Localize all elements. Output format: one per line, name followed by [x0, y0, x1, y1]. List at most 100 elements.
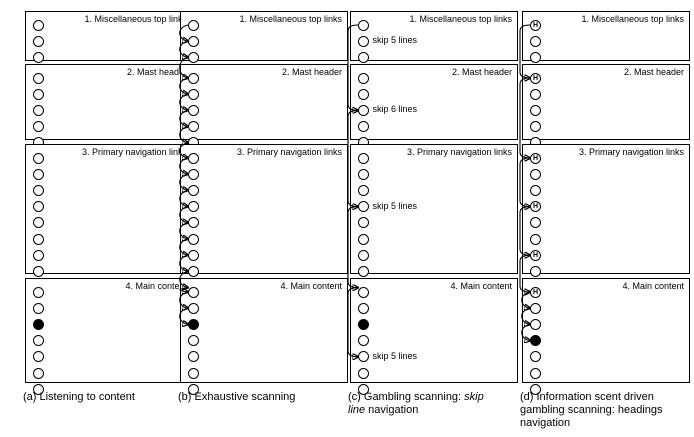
- section-box: 1. Miscellaneous top links: [25, 11, 193, 61]
- section-box: 4. Main content: [180, 278, 348, 383]
- content-line-node: [358, 383, 369, 395]
- content-line-node: [33, 88, 44, 100]
- content-line-node: [358, 152, 369, 164]
- section-title: 1. Miscellaneous top links: [84, 14, 187, 24]
- section-title: 3. Primary navigation links: [81, 147, 187, 157]
- content-line-node: [33, 51, 44, 63]
- scan-arrow: [521, 307, 530, 324]
- section-title: 2. Mast header: [451, 67, 512, 77]
- content-line-node: [33, 286, 44, 298]
- section-title: 4. Main content: [450, 281, 512, 291]
- content-line-node: [530, 351, 541, 363]
- section-title: 4. Main content: [280, 281, 342, 291]
- scan-arrow: [179, 287, 188, 292]
- content-line-node: [358, 121, 369, 133]
- skip-label: skip 5 lines: [372, 35, 418, 46]
- content-line-node: [358, 335, 369, 347]
- content-line-node: [33, 168, 44, 180]
- content-line-node: [33, 383, 44, 395]
- content-line-node: [33, 72, 44, 84]
- content-line-node: [530, 51, 541, 63]
- target-line-node: [358, 318, 369, 330]
- scan-arrow: [179, 56, 188, 78]
- section-title: 1. Miscellaneous top links: [581, 14, 684, 24]
- section-title: 2. Mast header: [126, 67, 187, 77]
- section-title: 4. Main content: [125, 281, 187, 291]
- content-line-node: [358, 265, 369, 277]
- content-line-node: [33, 335, 44, 347]
- section-title: 2. Mast header: [281, 67, 342, 77]
- scan-arrow: [179, 189, 188, 206]
- section-title: 3. Primary navigation links: [236, 147, 342, 157]
- content-line-node: [188, 19, 199, 31]
- section-box: 4. Main content: [350, 278, 518, 383]
- content-line-node: [33, 152, 44, 164]
- content-line-node: [358, 184, 369, 196]
- skip-label: skip 5 lines: [372, 200, 418, 211]
- content-line-node: [530, 383, 541, 395]
- content-line-node: [530, 104, 541, 116]
- section-box: 2. Mast header: [180, 64, 348, 140]
- scan-arrow: [179, 238, 188, 255]
- skip-arrow: [347, 287, 358, 357]
- scan-arrow: [179, 40, 188, 57]
- content-line-node: [530, 35, 541, 47]
- heading-jump-arrow: [519, 157, 530, 207]
- section-box: 3. Primary navigation links: [522, 144, 690, 274]
- content-line-node: [358, 217, 369, 229]
- skip-arrow: [347, 109, 358, 206]
- section-title: 3. Primary navigation links: [406, 147, 512, 157]
- content-line-node: [33, 233, 44, 245]
- section-title: 4. Main content: [622, 281, 684, 291]
- heading-jump-arrow: [519, 206, 530, 256]
- content-line-node: [33, 184, 44, 196]
- heading-node: H: [530, 19, 541, 31]
- scan-arrow: [179, 307, 188, 324]
- scan-arrow: [179, 24, 188, 41]
- content-line-node: [33, 249, 44, 261]
- content-line-node: [358, 367, 369, 379]
- section-box: 3. Primary navigation links: [180, 144, 348, 274]
- content-line-node: [530, 265, 541, 277]
- content-line-node: [530, 168, 541, 180]
- content-line-node: [530, 184, 541, 196]
- scan-arrow: [521, 291, 530, 308]
- section-box: 1. Miscellaneous top links: [180, 11, 348, 61]
- scan-arrow: [179, 173, 188, 190]
- scan-arrow: [179, 77, 188, 94]
- content-line-node: [358, 286, 369, 298]
- section-box: 3. Primary navigation links: [25, 144, 193, 274]
- heading-jump-arrow: [519, 77, 530, 158]
- content-line-node: [358, 51, 369, 63]
- section-title: 1. Miscellaneous top links: [239, 14, 342, 24]
- section-box: 1. Miscellaneous top links: [522, 11, 690, 61]
- content-line-node: [188, 335, 199, 347]
- content-line-node: [33, 217, 44, 229]
- content-line-node: [358, 249, 369, 261]
- content-line-node: [33, 351, 44, 363]
- content-line-node: [358, 302, 369, 314]
- skip-arrow: [347, 206, 358, 288]
- content-line-node: [530, 88, 541, 100]
- scan-arrow: [179, 206, 188, 223]
- scan-arrow: [179, 270, 188, 287]
- content-line-node: [33, 265, 44, 277]
- heading-jump-arrow: [519, 254, 530, 292]
- content-line-node: [530, 217, 541, 229]
- section-box: 2. Mast header: [350, 64, 518, 140]
- section-title: 2. Mast header: [623, 67, 684, 77]
- content-line-node: [188, 351, 199, 363]
- content-line-node: [33, 121, 44, 133]
- section-box: 2. Mast header: [25, 64, 193, 140]
- content-line-node: [33, 19, 44, 31]
- target-line-node: [33, 318, 44, 330]
- scan-arrow: [179, 254, 188, 271]
- content-line-node: [358, 233, 369, 245]
- section-box: 4. Main content: [25, 278, 193, 383]
- content-line-node: [530, 121, 541, 133]
- scan-arrow: [179, 109, 188, 126]
- scan-arrow: [179, 142, 188, 158]
